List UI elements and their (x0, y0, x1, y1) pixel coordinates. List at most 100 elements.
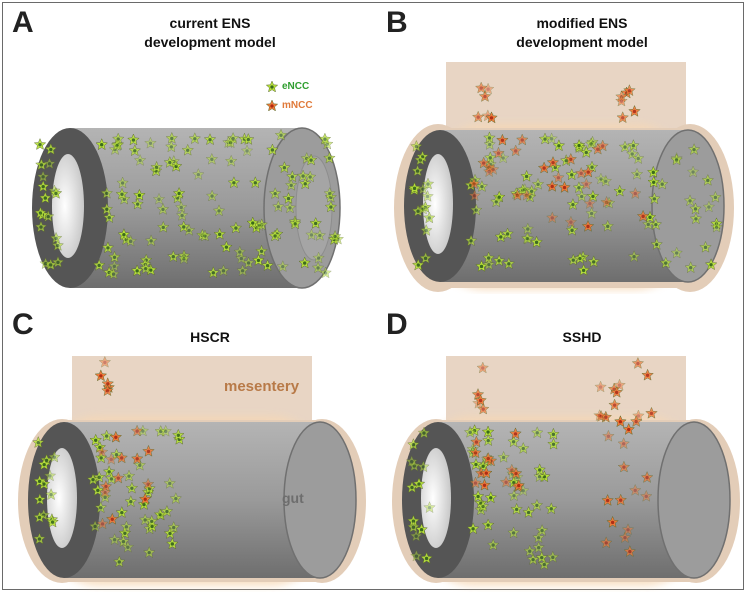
encc-cell (599, 174, 613, 187)
mncc-cell (478, 478, 491, 491)
encc-cell (520, 169, 533, 182)
encc-cell (486, 538, 500, 551)
mncc-cell (629, 414, 643, 427)
encc-cell (95, 138, 109, 151)
encc-cell (217, 264, 230, 277)
panel-label-d: D (386, 308, 408, 341)
encc-cell (526, 552, 540, 566)
encc-cell (92, 258, 106, 271)
panel-title-d: SSHD (562, 329, 602, 345)
mncc-cell (467, 177, 481, 190)
encc-cell (575, 189, 589, 202)
encc-cell (116, 176, 129, 189)
encc-cell (241, 132, 255, 145)
mncc-cell (469, 446, 482, 459)
encc-cell (139, 262, 153, 275)
mncc-cell (623, 544, 637, 558)
mncc-cell (628, 483, 642, 496)
encc-cell (49, 231, 63, 244)
encc-cell (268, 229, 282, 242)
encc-cell (172, 186, 186, 199)
encc-cell (117, 228, 131, 241)
encc-cell (419, 223, 433, 236)
encc-cell (312, 251, 325, 264)
mncc-cell (476, 402, 490, 415)
mncc-cell (537, 161, 551, 174)
mncc-cell (621, 523, 635, 536)
encc-cell (411, 258, 425, 271)
encc-cell (516, 441, 530, 454)
gut-diagram-c (18, 355, 366, 586)
encc-cell (318, 132, 332, 145)
mncc-cell (564, 215, 578, 228)
encc-cell (89, 433, 103, 446)
encc-cell (213, 227, 227, 240)
encc-cell (248, 176, 262, 189)
encc-cell (283, 201, 297, 214)
encc-cell (497, 450, 510, 463)
encc-cell (181, 143, 195, 156)
encc-cell (282, 191, 295, 204)
encc-cell (94, 451, 108, 464)
mncc-cell (558, 180, 571, 193)
mncc-cell (581, 165, 595, 178)
encc-cell (174, 200, 188, 213)
encc-cell (419, 251, 432, 264)
encc-cell (405, 480, 419, 494)
encc-cell (410, 139, 423, 152)
panel-title-a: current ENS development model (110, 14, 310, 52)
mncc-cell (545, 211, 559, 224)
encc-cell (594, 172, 608, 185)
encc-cell (532, 531, 545, 544)
mncc-cell (509, 144, 523, 157)
encc-cell (579, 145, 593, 158)
encc-cell (94, 501, 108, 514)
encc-cell (102, 211, 116, 224)
encc-cell (530, 498, 544, 511)
encc-cell (670, 246, 684, 259)
encc-cell (421, 177, 435, 190)
encc-cell (175, 208, 189, 221)
mncc-cell (511, 188, 524, 201)
encc-cell (144, 136, 157, 149)
encc-cell (687, 143, 701, 156)
encc-cell (313, 228, 327, 241)
encc-cell (525, 184, 539, 197)
encc-cell (328, 229, 342, 242)
panel-label-a: A (12, 6, 34, 39)
encc-cell (107, 259, 121, 272)
encc-cell (475, 180, 489, 193)
encc-cell (566, 253, 580, 266)
mncc-cell (512, 478, 526, 491)
encc-cell (481, 433, 495, 447)
encc-cell (163, 476, 177, 489)
mncc-cell (606, 515, 619, 528)
encc-cell (102, 465, 116, 478)
encc-cell (133, 188, 146, 201)
mncc-cell (138, 492, 152, 505)
encc-cell (601, 219, 615, 232)
encc-cell (483, 137, 497, 150)
encc-cell (323, 186, 337, 199)
encc-cell (702, 200, 716, 213)
encc-cell (469, 457, 483, 470)
mncc-cell (628, 186, 642, 200)
encc-cell (271, 200, 285, 213)
encc-cell (191, 167, 205, 181)
encc-cell (489, 195, 503, 208)
encc-cell (417, 426, 431, 439)
mncc-cell (622, 422, 636, 435)
encc-cell (630, 167, 644, 180)
mncc-cell (101, 377, 115, 390)
legend-encc-label: eNCC (282, 81, 310, 92)
mncc-cell (481, 451, 495, 465)
encc-cell (92, 470, 106, 483)
mncc-cell (470, 435, 483, 448)
encc-cell (156, 202, 170, 215)
encc-cell (421, 189, 434, 202)
encc-cell (125, 481, 139, 494)
encc-cell (298, 177, 312, 190)
encc-cell (91, 483, 105, 496)
encc-cell (587, 255, 601, 268)
encc-cell (255, 244, 268, 257)
